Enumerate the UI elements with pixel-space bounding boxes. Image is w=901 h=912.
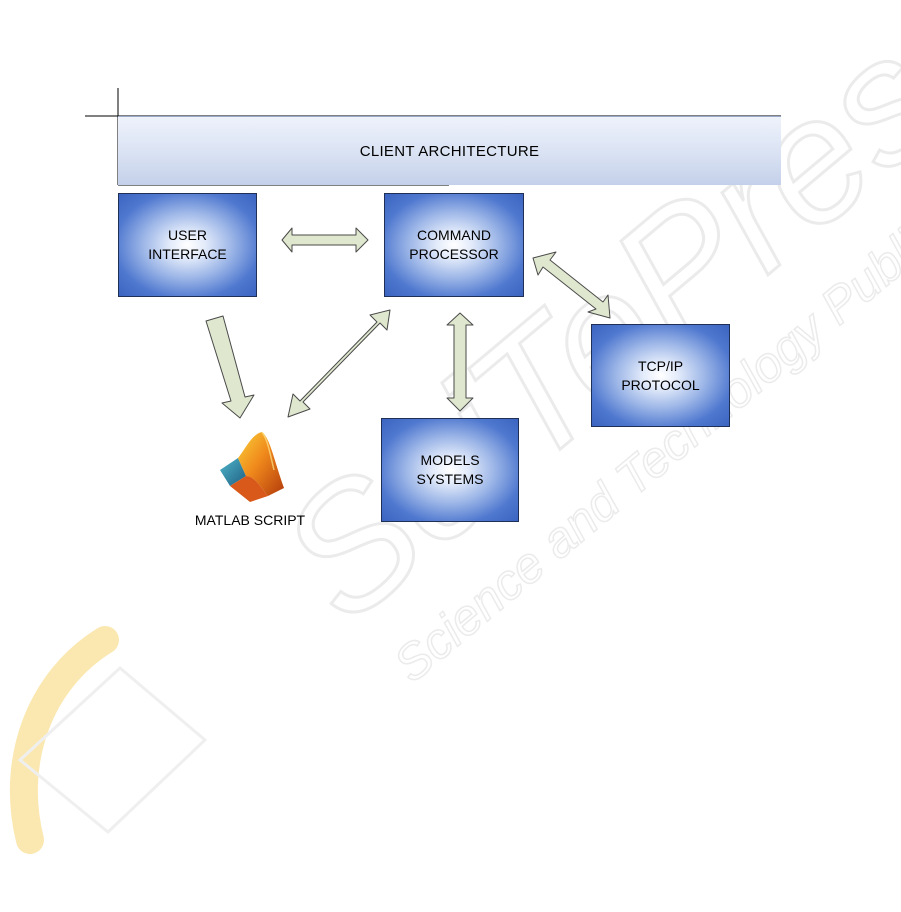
arrow-ui-command [282, 228, 368, 252]
matlab-script-label: MATLAB SCRIPT [180, 512, 320, 530]
matlab-logo-icon [216, 430, 286, 504]
arrow-command-tcpip [533, 252, 610, 318]
arrow-command-models [447, 313, 473, 411]
arrow-command-matlab [288, 310, 390, 417]
arrow-ui-matlab [206, 316, 254, 418]
